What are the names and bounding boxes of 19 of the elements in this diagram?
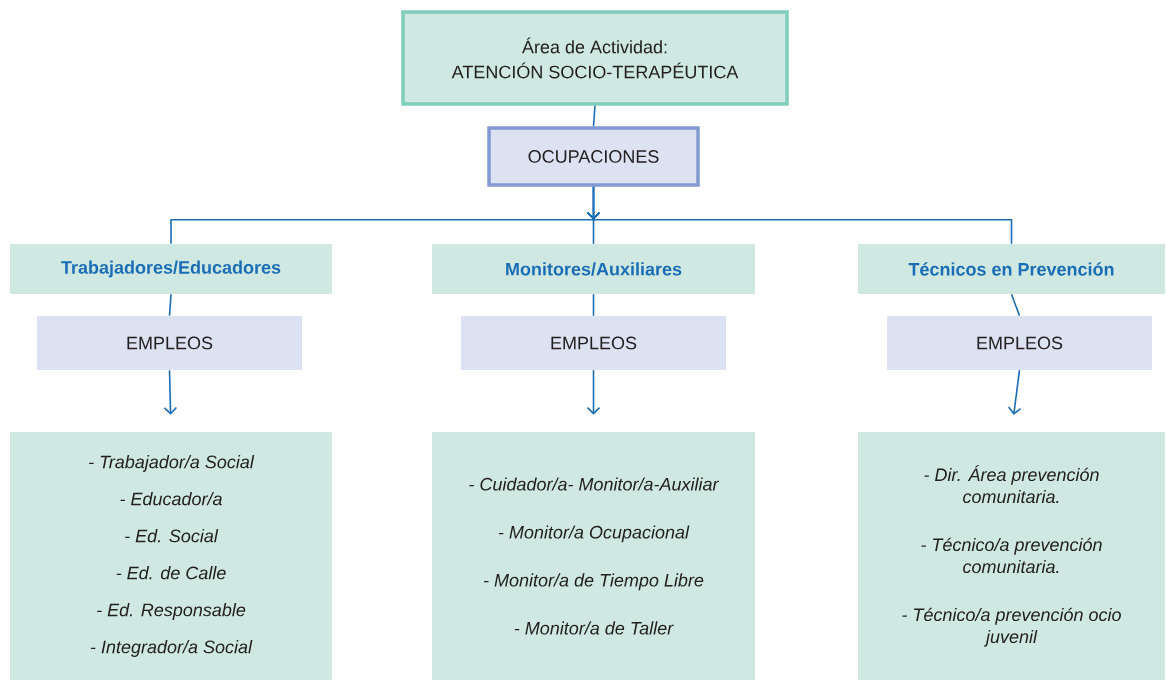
heading-box: Técnicos en Prevención: [858, 244, 1165, 294]
title-box: Área de Actividad: ATENCIÓN SOCIO-TERAPÉUTICA: [401, 10, 789, 106]
category-box: OCUPACIONES: [487, 126, 700, 187]
connector: [163, 369, 178, 415]
category-box: EMPLEOS: [37, 316, 302, 370]
heading-box: Trabajadores/Educadores: [10, 244, 332, 294]
connector: [586, 185, 1013, 245]
list-box: - Trabajador/a Social - Educador/a - Ed. Social - Ed. de Calle - Ed. Responsable - Integrador/a Social: [10, 432, 332, 680]
connector: [168, 293, 172, 317]
connector: [1007, 369, 1022, 415]
list-box: - Dir. Área prevención comunitaria. - Técnico/a prevención comunitaria. - Técnico/a prevención ocio juvenil: [858, 432, 1165, 680]
list-box: - Cuidador/a- Monitor/a-Auxiliar - Monitor/a Ocupacional - Monitor/a de Tiempo Libre - Monitor/a de Taller: [432, 432, 755, 680]
connector: [592, 293, 595, 317]
category-box: EMPLEOS: [461, 316, 726, 370]
connector: [592, 104, 596, 128]
connector: [586, 369, 601, 415]
connector: [1010, 293, 1021, 317]
category-box: EMPLEOS: [887, 316, 1152, 370]
heading-box: Monitores/Auxiliares: [432, 244, 755, 294]
